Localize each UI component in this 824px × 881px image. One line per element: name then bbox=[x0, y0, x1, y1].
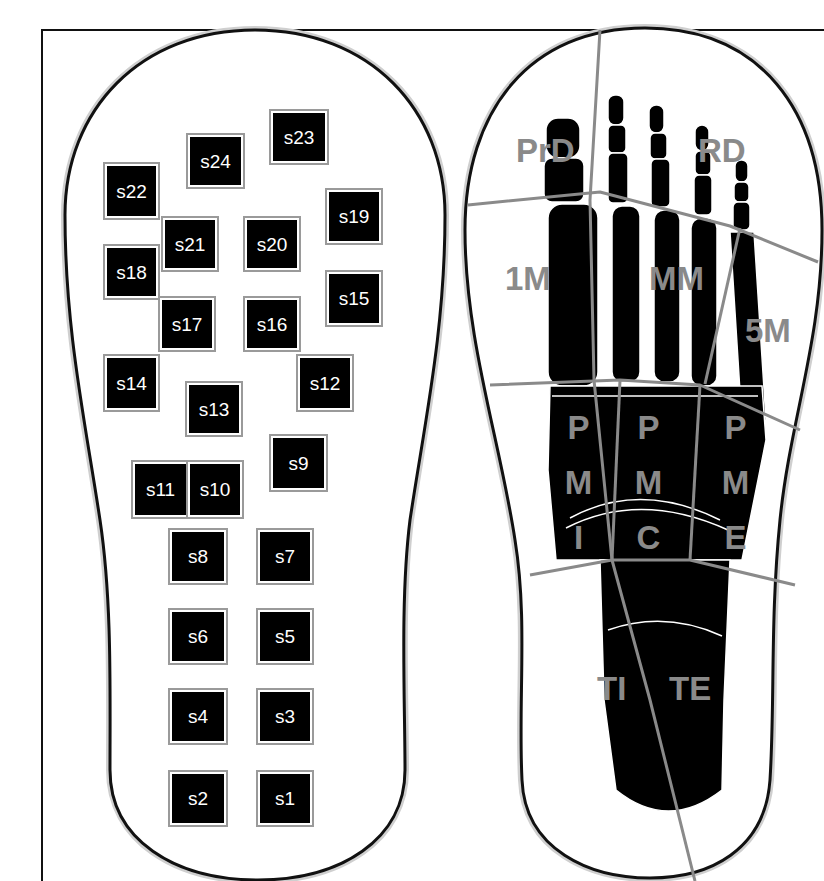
sensor-box: s13 bbox=[187, 383, 241, 435]
sensor-label: s17 bbox=[172, 315, 203, 334]
frame bbox=[42, 30, 824, 881]
sensor-label: s13 bbox=[199, 400, 230, 419]
sensor-label: s2 bbox=[188, 789, 208, 808]
insole-outline bbox=[65, 30, 445, 880]
sensor-label: s8 bbox=[188, 547, 208, 566]
sensor-label: s23 bbox=[284, 128, 315, 147]
sensor-box: s22 bbox=[105, 164, 158, 218]
sensor-box: s12 bbox=[298, 356, 352, 410]
sensor-box: s24 bbox=[188, 135, 243, 187]
sensor-box: s4 bbox=[170, 690, 226, 743]
sensor-label: s1 bbox=[275, 789, 295, 808]
sensor-label: s12 bbox=[310, 374, 341, 393]
region-label: P M I bbox=[562, 400, 595, 565]
insole-shadow bbox=[65, 30, 445, 880]
sensor-box: s20 bbox=[245, 218, 299, 270]
phalanx bbox=[608, 95, 624, 125]
sensor-box: s10 bbox=[188, 462, 242, 517]
sensor-label: s16 bbox=[257, 315, 288, 334]
sensor-label: s22 bbox=[116, 182, 147, 201]
sensor-label: s5 bbox=[275, 627, 295, 646]
sensor-label: s19 bbox=[339, 207, 370, 226]
region-label: PrD bbox=[516, 132, 575, 170]
sensor-box: s2 bbox=[170, 772, 226, 825]
sensor-box: s21 bbox=[163, 218, 217, 270]
region-label: RD bbox=[698, 132, 746, 170]
foot-skeleton bbox=[544, 95, 766, 811]
sensor-label: s18 bbox=[116, 263, 147, 282]
sensor-label: s24 bbox=[200, 152, 231, 171]
sensor-label: s15 bbox=[339, 289, 370, 308]
phalanx bbox=[694, 175, 712, 215]
sensor-label: s14 bbox=[116, 374, 147, 393]
region-line bbox=[590, 30, 695, 881]
sensor-label: s9 bbox=[288, 454, 308, 473]
sensor-box: s11 bbox=[133, 462, 188, 517]
sensor-label: s11 bbox=[146, 480, 175, 499]
region-label: TI bbox=[597, 670, 626, 708]
sensor-box: s16 bbox=[245, 298, 299, 350]
sensor-box: s17 bbox=[160, 298, 214, 350]
sensor-box: s14 bbox=[105, 356, 158, 410]
sensor-label: s7 bbox=[275, 547, 295, 566]
region-label: 5M bbox=[745, 312, 791, 350]
sensor-box: s8 bbox=[170, 530, 226, 583]
phalanx bbox=[649, 105, 664, 133]
metatarsal bbox=[612, 206, 640, 382]
region-label: TE bbox=[669, 670, 711, 708]
sensor-box: s1 bbox=[258, 772, 312, 825]
phalanx bbox=[734, 182, 749, 202]
sensor-label: s4 bbox=[188, 707, 208, 726]
sensor-box: s23 bbox=[271, 111, 327, 163]
metatarsal bbox=[691, 218, 717, 386]
sensor-box: s3 bbox=[258, 690, 312, 743]
sensor-box: s15 bbox=[327, 272, 381, 325]
sensor-label: s6 bbox=[188, 627, 208, 646]
sensor-box: s5 bbox=[258, 610, 312, 663]
region-line bbox=[690, 385, 700, 560]
joint-line bbox=[608, 621, 722, 636]
sensor-box: s9 bbox=[271, 436, 326, 490]
region-label: P M E bbox=[719, 400, 752, 565]
foot-shadow bbox=[465, 28, 822, 878]
sensor-box: s7 bbox=[258, 530, 312, 583]
sensor-label: s10 bbox=[200, 480, 231, 499]
phalanx bbox=[651, 159, 670, 207]
region-line bbox=[612, 380, 620, 560]
sensor-box: s19 bbox=[327, 190, 381, 243]
foot-outline bbox=[465, 28, 822, 878]
bone-joints bbox=[552, 396, 758, 636]
region-lines bbox=[468, 30, 818, 881]
sensor-box: s6 bbox=[170, 610, 226, 663]
region-line bbox=[530, 560, 795, 585]
sensor-label: s20 bbox=[257, 235, 288, 254]
sensor-box: s18 bbox=[105, 246, 158, 298]
region-label: MM bbox=[649, 260, 704, 298]
region-line bbox=[705, 228, 740, 384]
sensor-label: s3 bbox=[275, 707, 295, 726]
phalanx bbox=[733, 202, 750, 230]
phalanx bbox=[650, 133, 667, 159]
region-label: P M C bbox=[632, 400, 665, 565]
phalanx bbox=[608, 125, 626, 153]
region-label: 1M bbox=[505, 260, 551, 298]
region-line bbox=[468, 192, 818, 262]
sensor-label: s21 bbox=[175, 235, 206, 254]
